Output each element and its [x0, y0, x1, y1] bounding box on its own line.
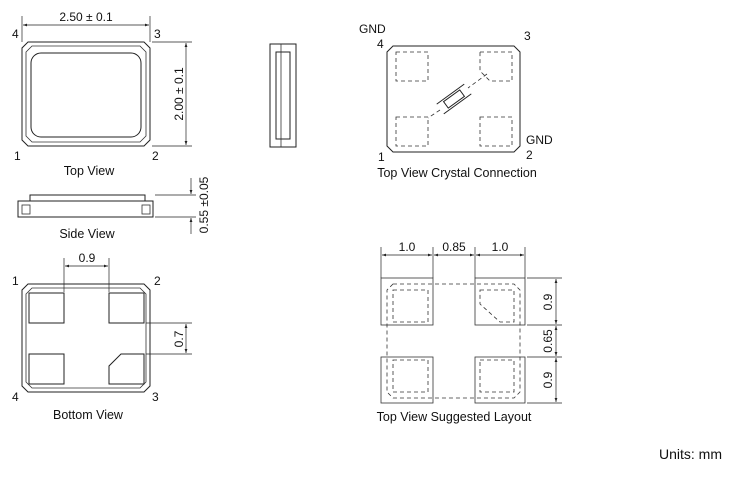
top-view-height-dim: 2.00 ± 0.1	[172, 67, 186, 121]
layout-dim-left: 1.0	[399, 240, 416, 254]
bottom-view: 0.9 0.7 1 2 4 3 Bottom View	[12, 251, 192, 422]
suggested-layout-caption: Top View Suggested Layout	[377, 410, 532, 424]
top-view-pin-4: 4	[12, 27, 19, 41]
top-view-caption: Top View	[64, 164, 115, 178]
suggested-layout-view: 1.0 0.85 1.0 0.9 0.65 0.9 Top View Sugge…	[377, 240, 562, 424]
crystal-connection-gnd-top: GND	[359, 22, 386, 36]
crystal-connection-wire-bottom	[427, 109, 441, 119]
units-label: Units: mm	[659, 446, 722, 462]
side-view-body	[17, 200, 154, 218]
bottom-view-package	[21, 283, 151, 393]
layout-pad-1	[392, 359, 429, 393]
bottom-view-pin-3: 3	[152, 390, 159, 404]
top-view-pin-1: 1	[14, 149, 21, 163]
top-view-lid	[30, 52, 142, 138]
crystal-connection-gnd-bottom: GND	[526, 133, 553, 147]
end-view-body	[269, 43, 297, 148]
crystal-plate-top	[436, 83, 465, 105]
bottom-view-caption: Bottom View	[53, 408, 124, 422]
side-view: 0.55 ±0.05 Side View	[17, 176, 211, 241]
layout-dim-right: 1.0	[492, 240, 509, 254]
bottom-view-pin-4: 4	[12, 390, 19, 404]
layout-land-2	[474, 356, 526, 404]
side-view-caption: Side View	[59, 227, 115, 241]
crystal-connection-pad-2	[479, 116, 513, 147]
crystal-symbol	[436, 83, 472, 115]
bottom-view-pin-1: 1	[12, 274, 19, 288]
end-view-inner	[275, 51, 291, 140]
crystal-resonator	[442, 89, 466, 109]
layout-pad-3	[479, 289, 515, 323]
top-view-package	[21, 41, 151, 147]
crystal-connection-pin-1: 1	[378, 150, 385, 164]
layout-land-4	[380, 277, 434, 326]
layout-package-outline	[386, 283, 521, 399]
side-view-height-dim: 0.55 ±0.05	[197, 176, 211, 233]
crystal-connection-pin-3: 3	[524, 29, 531, 43]
bottom-view-pad-1	[28, 292, 65, 324]
layout-dim-bottom: 0.9	[541, 371, 555, 388]
crystal-connection-pin-4: 4	[377, 37, 384, 51]
side-view-lid	[29, 194, 146, 202]
layout-pad-4	[392, 289, 429, 323]
crystal-connection-pad-4	[395, 51, 429, 82]
bottom-view-pad-height-dim: 0.7	[172, 330, 186, 347]
top-view-lid-outer	[25, 45, 147, 143]
crystal-connection-pad-3	[479, 51, 513, 82]
bottom-view-pin-2: 2	[154, 274, 161, 288]
crystal-connection-caption: Top View Crystal Connection	[377, 166, 537, 180]
crystal-connection-pad-1	[395, 116, 429, 147]
bottom-view-package-inner	[25, 287, 147, 389]
layout-pad-2	[479, 359, 515, 393]
side-view-pad-left	[21, 204, 31, 215]
crystal-plate-bottom	[443, 93, 472, 115]
top-view-pin-2: 2	[152, 149, 159, 163]
crystal-connection-wire-top	[467, 73, 488, 89]
layout-dim-mid: 0.85	[442, 240, 466, 254]
bottom-view-gap-dim: 0.9	[79, 251, 96, 265]
layout-land-3	[474, 277, 526, 326]
crystal-connection-pin-2: 2	[526, 148, 533, 162]
layout-land-1	[380, 356, 434, 404]
layout-dim-top: 0.9	[541, 293, 555, 310]
crystal-connection-view: GND 4 3 GND 2 1 Top View Crystal Connect…	[359, 22, 553, 180]
top-view: 2.50 ± 0.1 2.00 ± 0.1 4 3 1 2 Top View	[12, 10, 192, 178]
bottom-view-pad-4	[28, 353, 65, 385]
top-view-width-dim: 2.50 ± 0.1	[59, 10, 113, 24]
bottom-view-pad-3	[108, 353, 145, 385]
side-view-pad-right	[141, 204, 151, 215]
crystal-connection-package	[386, 45, 521, 153]
layout-dim-gap: 0.65	[541, 329, 555, 353]
top-view-pin-3: 3	[154, 27, 161, 41]
bottom-view-pad-2	[108, 292, 145, 324]
end-view	[269, 43, 297, 148]
